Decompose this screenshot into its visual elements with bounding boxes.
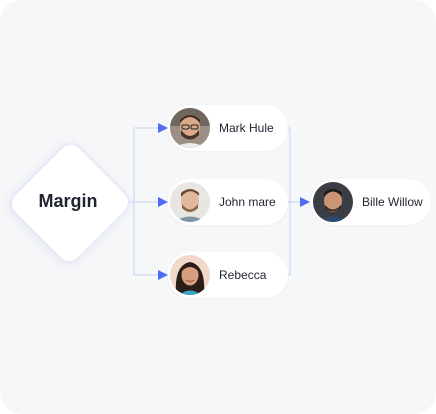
arrow-head-node-1 bbox=[158, 123, 168, 133]
avatar bbox=[170, 108, 210, 148]
person-name: John mare bbox=[219, 195, 276, 209]
person-name: Rebecca bbox=[219, 268, 267, 282]
person-node-bille-willow[interactable]: Bille Willow bbox=[311, 179, 431, 225]
avatar bbox=[313, 182, 353, 222]
root-node[interactable]: Margin bbox=[4, 137, 136, 269]
person-node-rebecca[interactable]: Rebecca bbox=[168, 252, 288, 298]
person-node-john-mare[interactable]: John mare bbox=[168, 179, 288, 225]
person-node-mark-hule[interactable]: Mark Hule bbox=[168, 105, 288, 151]
avatar bbox=[170, 182, 210, 222]
avatar bbox=[170, 255, 210, 295]
arrow-head-final bbox=[300, 197, 310, 207]
person-name: Mark Hule bbox=[219, 121, 274, 135]
arrow-head-node-2 bbox=[158, 197, 168, 207]
person-name: Bille Willow bbox=[362, 195, 423, 209]
root-node-label: Margin bbox=[38, 191, 98, 211]
arrow-head-node-3 bbox=[158, 270, 168, 280]
